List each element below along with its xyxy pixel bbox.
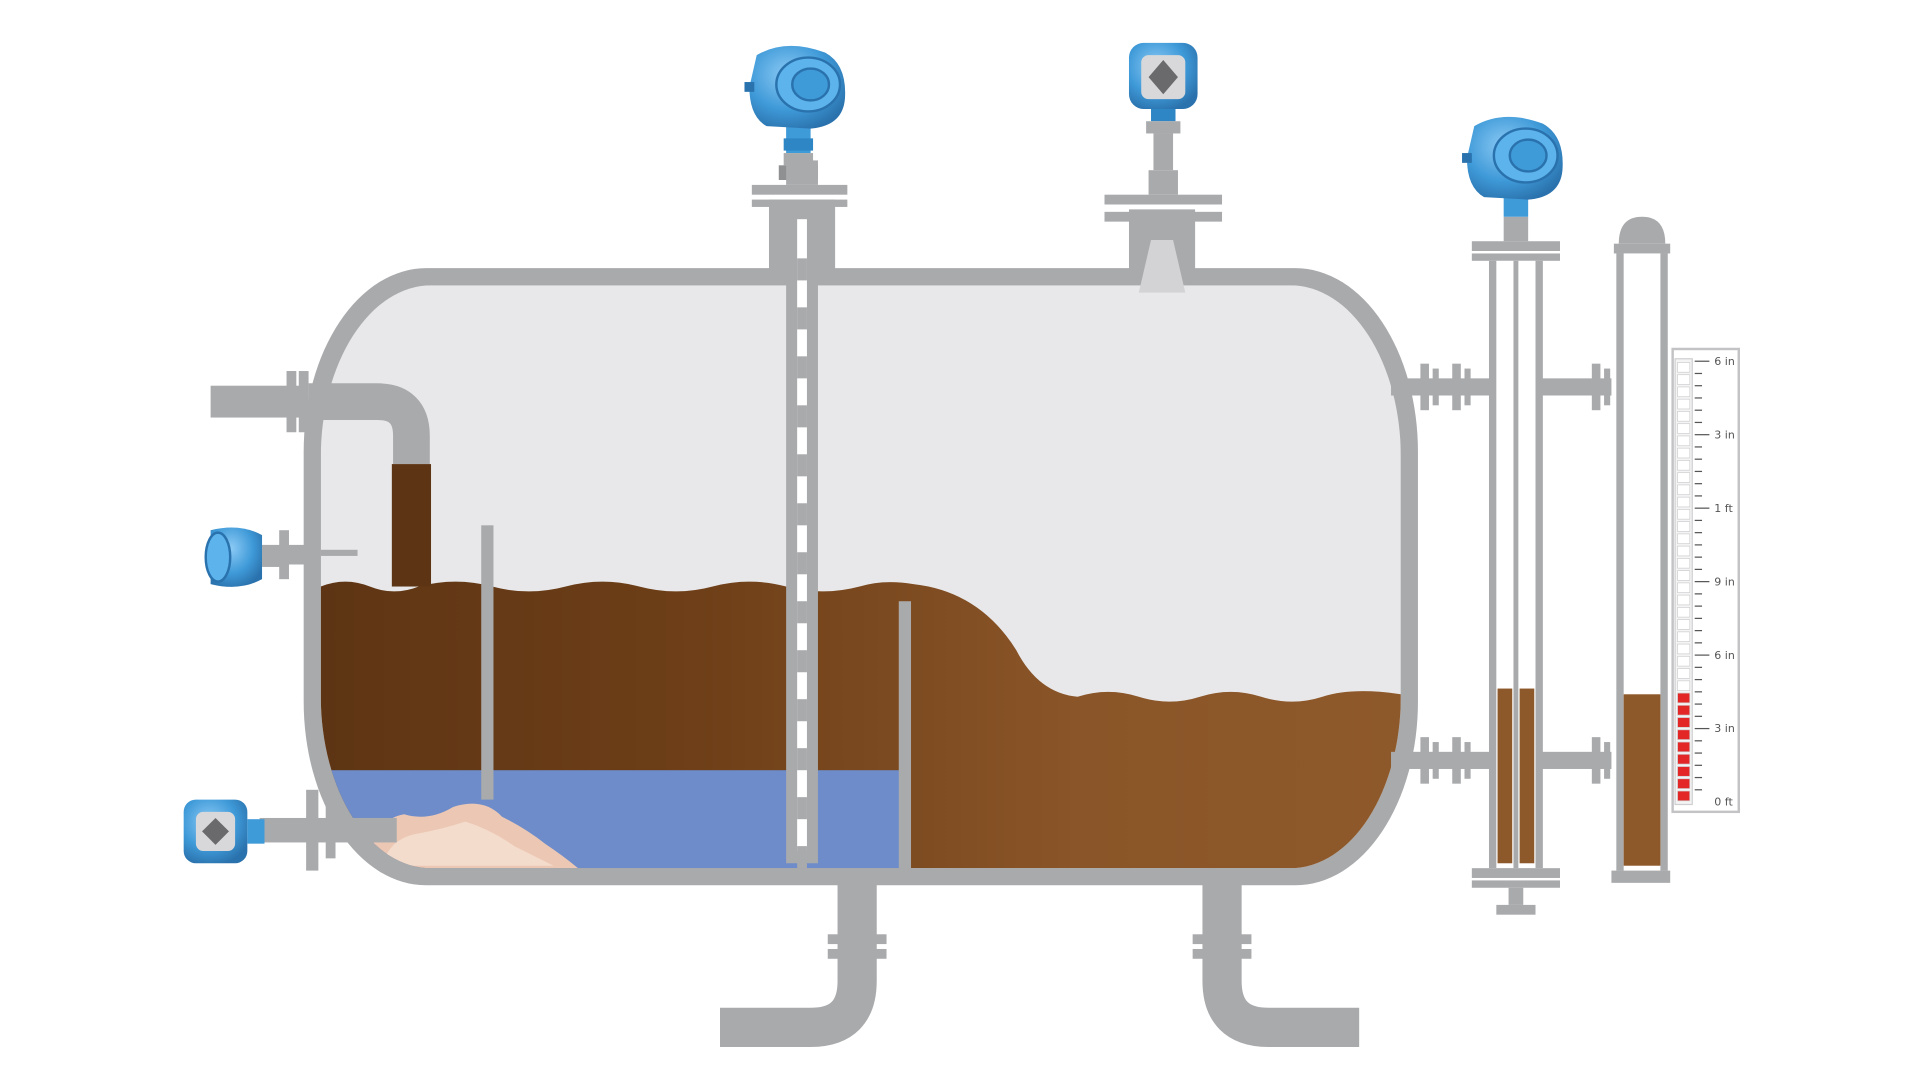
indicator-liquid [1623,694,1661,866]
probe-slot [797,258,807,281]
indicator-flag [1677,374,1691,385]
indicator-flag [1677,680,1691,691]
indicator-flag [1677,545,1691,557]
probe-slot [797,797,807,820]
outlet-pipe-right [1192,882,1360,1047]
baffle-left [481,525,494,800]
transmitter-icon [1128,42,1198,195]
indicator-flag [1677,557,1691,569]
indicator-flag [1677,790,1691,802]
indicator-flag [1677,362,1691,373]
indicator-flag [1677,509,1691,520]
scale-label: 9 in [1714,575,1735,588]
probe-slot [797,552,807,575]
sight-glass-liquid [1519,688,1535,864]
baffle-right [898,601,912,869]
probe-slot [797,846,807,869]
indicator-flag [1677,570,1691,581]
horn-antenna [1138,240,1186,293]
scale-label: 3 in [1714,722,1735,735]
indicator-flag [1677,484,1691,496]
indicator-flag [1677,619,1691,630]
probe-slot [797,405,807,428]
transmitter-icon [204,527,282,587]
indicator-flag [1677,668,1691,679]
scale-label: 0 ft [1714,796,1733,809]
indicator-flag [1677,704,1691,716]
indicator-flag [1677,643,1691,655]
indicator-flag [1677,729,1691,740]
indicator-flag [1677,692,1691,704]
scale-label: 6 in [1714,649,1735,662]
indicator-flag [1677,594,1691,606]
indicator-flag [1677,521,1691,532]
probe-slot [797,601,807,624]
sight-glass-liquid [1497,688,1513,864]
level-scale: 6 in 3 in 1 ft 9 in 6 in 3 in 0 ft [1671,347,1740,814]
sight-glass-gauge [1471,216,1560,915]
indicator-flag [1677,655,1691,667]
transmitter-icon [744,45,846,180]
scale-label: 6 in [1714,355,1735,368]
indicator-flag [1677,533,1691,545]
indicator-flag [1677,778,1691,789]
indicator-flag [1677,398,1691,410]
indicator-flag [1677,423,1691,434]
probe-slot [797,356,807,379]
indicator-flag [1677,411,1691,422]
scale-label: 3 in [1714,428,1735,441]
tank-contents [320,285,1401,869]
scale-label: 1 ft [1714,502,1733,515]
indicator-flag [1677,766,1691,777]
outlet-pipe-left [720,882,887,1047]
indicator-flag [1677,386,1691,398]
indicator-flag [1677,741,1691,753]
indicator-flag [1677,606,1691,618]
magnetic-level-indicator [1611,216,1671,883]
probe-slot [797,699,807,722]
indicator-flag [1677,447,1691,459]
dip-leg-outflow [391,464,432,587]
inlet-pipe [210,371,432,587]
guided-wave-radar-probe [786,206,818,869]
indicator-flag [1677,631,1691,642]
transmitter-icon [183,799,265,864]
indicator-flag [1677,717,1691,728]
probe-slot [797,307,807,330]
probe-slot [797,650,807,673]
indicator-flag [1677,753,1691,765]
indicator-flag [1677,460,1691,471]
probe-slot [797,748,807,771]
probe-slot [797,503,807,526]
probe-slot [797,454,807,477]
indicator-flag [1677,496,1691,508]
indicator-flag [1677,435,1691,447]
indicator-flag [1677,582,1691,594]
transmitter-icon [1462,116,1563,217]
indicator-flag [1677,472,1691,483]
pressure-nozzle [259,789,397,871]
